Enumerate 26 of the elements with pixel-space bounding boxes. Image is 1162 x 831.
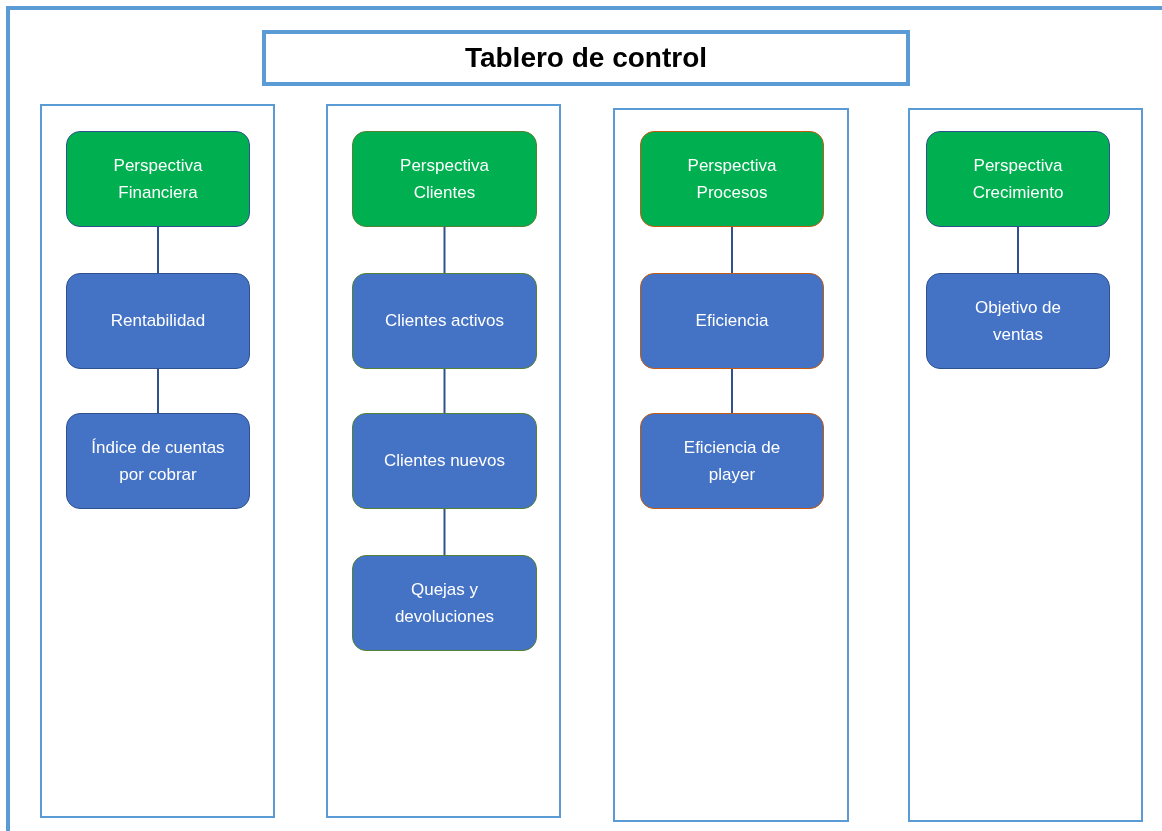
perspective-box: Perspectiva Clientes <box>352 131 537 227</box>
column-panel <box>40 104 275 818</box>
column-panel <box>908 108 1143 822</box>
indicator-box: Clientes activos <box>352 273 537 369</box>
indicator-box: Clientes nuevos <box>352 413 537 509</box>
perspective-box: Perspectiva Procesos <box>640 131 824 227</box>
indicator-box: Eficiencia de player <box>640 413 824 509</box>
indicator-box: Índice de cuentas por cobrar <box>66 413 250 509</box>
connector-line <box>443 508 446 556</box>
perspective-box: Perspectiva Crecimiento <box>926 131 1110 227</box>
connector-line <box>731 368 733 414</box>
indicator-box: Objetivo de ventas <box>926 273 1110 369</box>
indicator-box: Rentabilidad <box>66 273 250 369</box>
title-box <box>262 30 910 86</box>
indicator-box: Quejas y devoluciones <box>352 555 537 651</box>
column-panel <box>326 104 561 818</box>
column-panel <box>613 108 849 822</box>
title-text: Tablero de control <box>464 42 708 74</box>
connector-line <box>731 226 733 274</box>
connector-line <box>157 226 159 274</box>
connector-line <box>1017 226 1019 274</box>
connector-line <box>157 368 159 414</box>
connector-line <box>443 226 446 274</box>
perspective-box: Perspectiva Financiera <box>66 131 250 227</box>
connector-line <box>443 368 446 414</box>
indicator-box: Eficiencia <box>640 273 824 369</box>
